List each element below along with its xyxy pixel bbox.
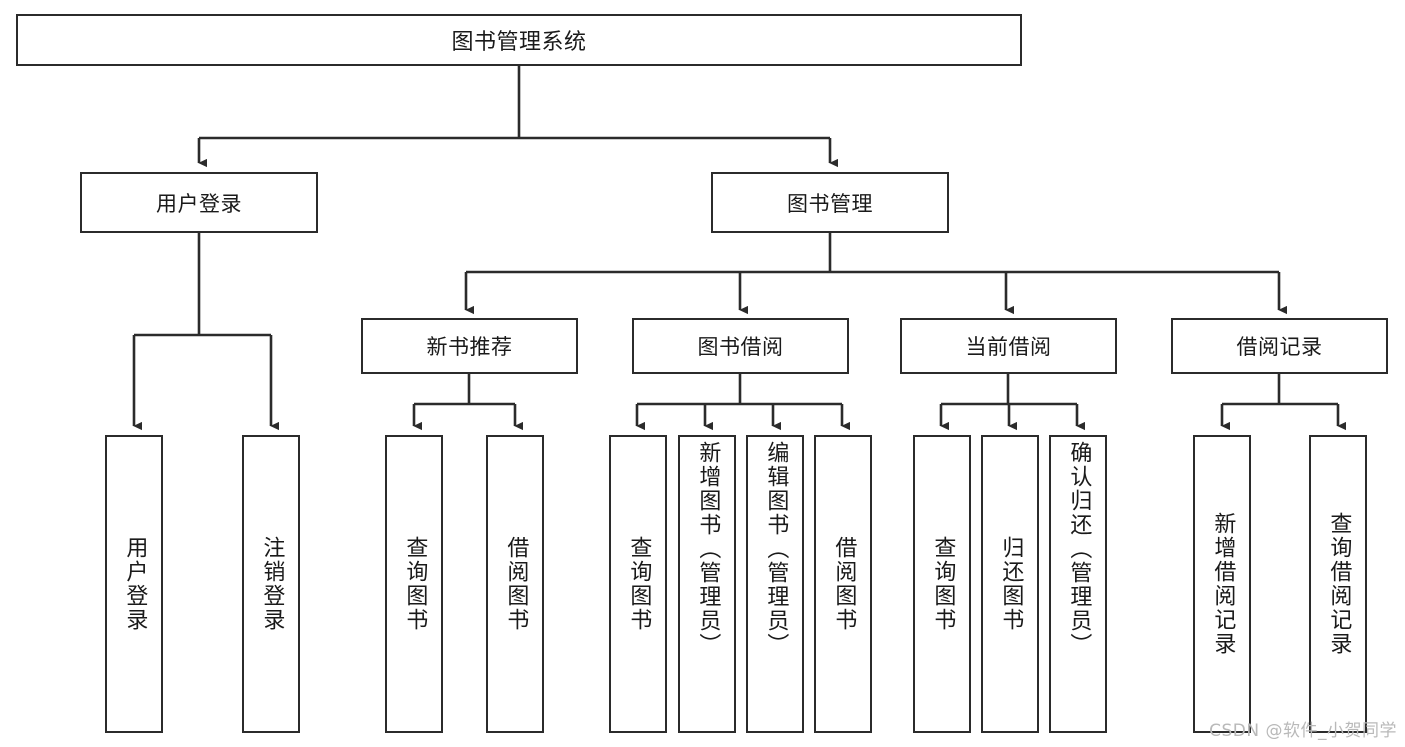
node-label: 新增图书（管理员） <box>695 441 721 657</box>
node-book-manage[interactable]: 图书管理 <box>711 172 949 233</box>
node-leaf-add-record[interactable]: 新增借阅记录 <box>1193 435 1251 733</box>
node-label: 借阅记录 <box>1236 335 1323 359</box>
node-leaf-confirm-return[interactable]: 确认归还（管理员） <box>1049 435 1107 733</box>
node-label: 用户登录 <box>156 191 242 216</box>
node-leaf-query-book-2[interactable]: 查询图书 <box>609 435 667 733</box>
node-label: 注销登录 <box>259 536 285 632</box>
node-root-system[interactable]: 图书管理系统 <box>16 14 1022 66</box>
node-label: 借阅图书 <box>503 536 529 632</box>
node-user-login[interactable]: 用户登录 <box>80 172 318 233</box>
node-leaf-query-book-1[interactable]: 查询图书 <box>385 435 443 733</box>
node-label: 查询图书 <box>402 536 428 632</box>
node-label: 编辑图书（管理员） <box>763 441 789 657</box>
node-leaf-borrow-book-2[interactable]: 借阅图书 <box>814 435 872 733</box>
node-label: 当前借阅 <box>965 335 1052 359</box>
node-label: 新增借阅记录 <box>1210 512 1236 656</box>
node-leaf-user-logout[interactable]: 注销登录 <box>242 435 300 733</box>
node-label: 新书推荐 <box>426 335 513 359</box>
node-label: 查询图书 <box>930 536 956 632</box>
node-label: 查询图书 <box>626 536 652 632</box>
node-leaf-return-book[interactable]: 归还图书 <box>981 435 1039 733</box>
watermark-text: CSDN @软件_小贺同学 <box>1209 721 1397 741</box>
node-leaf-borrow-book-1[interactable]: 借阅图书 <box>486 435 544 733</box>
node-label: 图书管理 <box>787 191 873 216</box>
node-label: 借阅图书 <box>831 536 857 632</box>
node-book-borrow[interactable]: 图书借阅 <box>632 318 849 374</box>
node-borrow-record[interactable]: 借阅记录 <box>1171 318 1388 374</box>
node-leaf-query-book-3[interactable]: 查询图书 <box>913 435 971 733</box>
node-leaf-query-record[interactable]: 查询借阅记录 <box>1309 435 1367 733</box>
node-label: 查询借阅记录 <box>1326 512 1352 656</box>
node-label: 归还图书 <box>998 536 1024 632</box>
node-label: 图书借阅 <box>697 335 784 359</box>
node-current-borrow[interactable]: 当前借阅 <box>900 318 1117 374</box>
node-leaf-add-book[interactable]: 新增图书（管理员） <box>678 435 736 733</box>
node-leaf-edit-book[interactable]: 编辑图书（管理员） <box>746 435 804 733</box>
node-leaf-user-login[interactable]: 用户登录 <box>105 435 163 733</box>
node-label: 图书管理系统 <box>451 30 587 55</box>
node-new-book-recommend[interactable]: 新书推荐 <box>361 318 578 374</box>
node-label: 确认归还（管理员） <box>1066 441 1092 657</box>
node-label: 用户登录 <box>122 536 148 632</box>
